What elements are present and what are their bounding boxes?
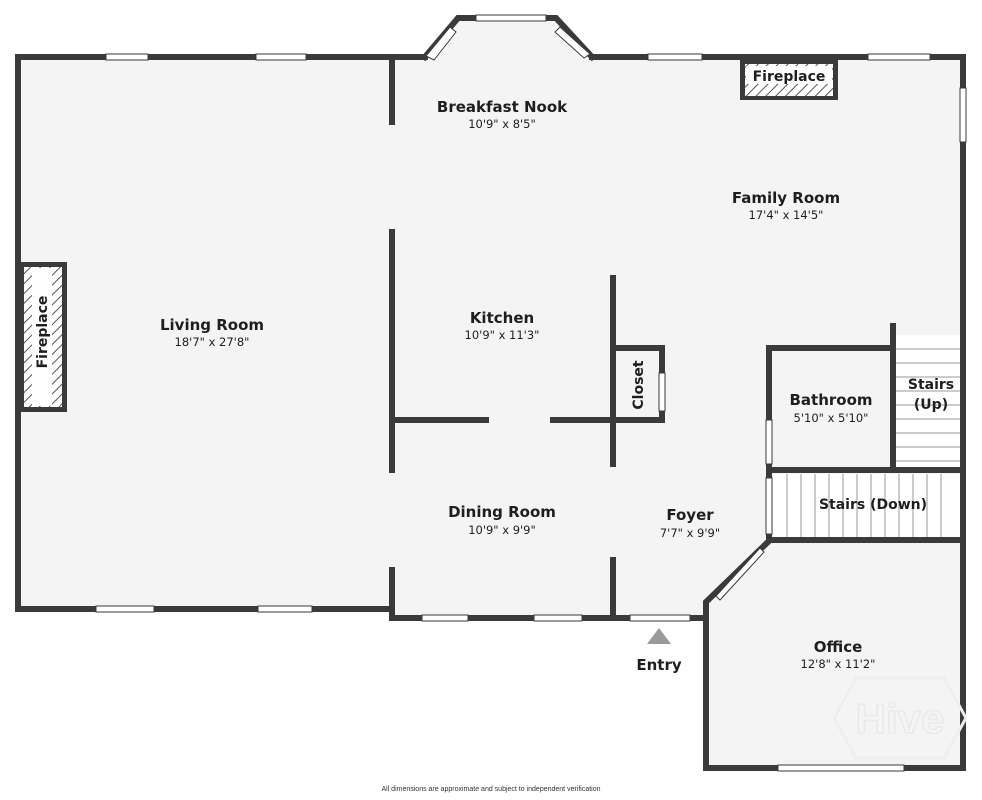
dining-room-name: Dining Room	[448, 503, 556, 521]
room-labels: Fireplace Fireplace Living Room 18'7" x …	[35, 69, 954, 674]
closet-label: Closet	[631, 360, 647, 410]
family-room-dims: 17'4" x 14'5"	[749, 208, 824, 222]
office-name: Office	[814, 638, 863, 656]
floor-area	[18, 18, 963, 768]
living-room-dims: 18'7" x 27'8"	[175, 335, 250, 349]
breakfast-nook-name: Breakfast Nook	[437, 98, 568, 116]
stairs-down-label: Stairs (Down)	[819, 497, 927, 513]
watermark-text: Hive	[856, 695, 945, 742]
dining-room-dims: 10'9" x 9'9"	[468, 523, 536, 537]
disclaimer-footer: All dimensions are approximate and subje…	[381, 786, 601, 793]
entry-arrow-icon	[647, 628, 671, 644]
office-dims: 12'8" x 11'2"	[801, 657, 876, 671]
stairs-up-label: Stairs	[908, 377, 954, 393]
watermark-logo: Hive	[832, 676, 968, 760]
windows	[95, 14, 967, 772]
stairs-up	[895, 335, 962, 467]
entry-door	[629, 614, 691, 644]
stairs-down	[773, 474, 962, 537]
fireplace-left	[21, 262, 67, 412]
stairs-up-sub-label: (Up)	[914, 397, 948, 413]
fireplace-top-label: Fireplace	[753, 69, 826, 85]
kitchen-name: Kitchen	[470, 309, 534, 327]
fireplace-left-label: Fireplace	[35, 296, 51, 369]
entry-label: Entry	[636, 656, 681, 674]
bathroom-name: Bathroom	[789, 391, 872, 409]
foyer-name: Foyer	[666, 506, 714, 524]
bathroom-dims: 5'10" x 5'10"	[794, 411, 869, 425]
fireplace-top	[740, 60, 838, 100]
living-room-name: Living Room	[160, 316, 264, 334]
kitchen-dims: 10'9" x 11'3"	[465, 328, 540, 342]
breakfast-nook-dims: 10'9" x 8'5"	[468, 117, 536, 131]
foyer-dims: 7'7" x 9'9"	[660, 526, 720, 540]
family-room-name: Family Room	[732, 189, 840, 207]
